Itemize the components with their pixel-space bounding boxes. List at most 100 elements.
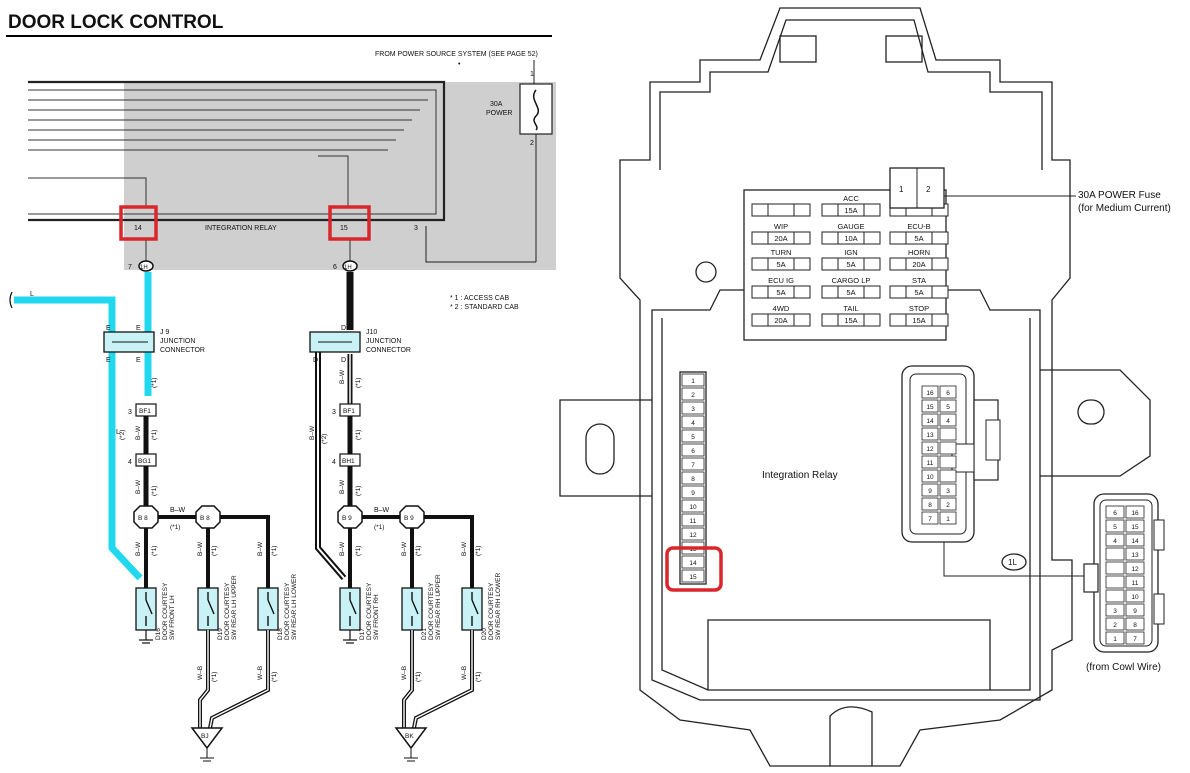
svg-text:30A: 30A xyxy=(490,101,503,108)
svg-text:(*1): (*1) xyxy=(374,524,384,531)
connector-pin xyxy=(1105,617,1125,631)
connector-pin xyxy=(1105,519,1125,533)
fuse-rating: 5A xyxy=(914,288,923,297)
svg-text:E: E xyxy=(136,357,141,364)
connector-pin xyxy=(1105,505,1125,519)
relay-pin-number: 8 xyxy=(691,476,695,483)
svg-text:(*1): (*1) xyxy=(271,546,278,556)
svg-text:JUNCTION: JUNCTION xyxy=(160,338,195,345)
connector-pin-number: 14 xyxy=(926,418,934,425)
relay-pin xyxy=(681,401,705,415)
svg-text:L: L xyxy=(30,291,34,298)
svg-text:(*1): (*1) xyxy=(355,378,362,388)
connector-pin xyxy=(939,385,957,399)
relay-pin-number: 1 xyxy=(691,378,695,385)
connector-bh1 xyxy=(339,453,361,467)
fuse-ecu-b: ECU-B5A xyxy=(889,222,949,245)
svg-text:(*1): (*1) xyxy=(415,546,422,556)
connector-pin-number: 10 xyxy=(926,474,934,481)
svg-text:D: D xyxy=(313,357,318,364)
fuse-rating: 5A xyxy=(846,260,855,269)
switch-code: D17 xyxy=(359,628,366,640)
svg-text:BJ: BJ xyxy=(201,733,209,740)
svg-text:1L: 1L xyxy=(1008,558,1017,567)
connector-pin xyxy=(939,455,957,469)
fuse-slot xyxy=(889,257,949,271)
svg-text:B–W: B–W xyxy=(339,541,346,556)
svg-text:W–B: W–B xyxy=(461,666,468,680)
relay-pin xyxy=(681,569,705,583)
relay-pin xyxy=(681,415,705,429)
svg-text:E: E xyxy=(106,325,111,332)
svg-text:2: 2 xyxy=(926,185,931,194)
fuse-name: ECU IG xyxy=(768,276,794,285)
svg-text:CONNECTOR: CONNECTOR xyxy=(366,347,411,354)
svg-text:B–W: B–W xyxy=(401,541,408,556)
connector-pin-number: 4 xyxy=(1113,538,1117,545)
relay-pin-number: 10 xyxy=(689,504,697,511)
integration-relay-label: Integration Relay xyxy=(762,470,838,481)
fuse-rating: 5A xyxy=(776,288,785,297)
junction-block-drawing xyxy=(559,7,1151,767)
fuse-icon xyxy=(533,89,539,131)
svg-text:BG1: BG1 xyxy=(138,458,151,465)
switch-code: D20 xyxy=(481,628,488,640)
svg-text:BF1: BF1 xyxy=(139,408,151,415)
fuse-name: CARGO LP xyxy=(832,276,871,285)
relay-pin xyxy=(681,555,705,569)
switch-label-line1: DOOR COURTESY xyxy=(488,582,495,640)
svg-text:B–W: B–W xyxy=(197,541,204,556)
svg-text:1: 1 xyxy=(899,185,904,194)
connector-pin xyxy=(921,441,939,455)
fuse-slot xyxy=(821,203,881,217)
connector-1h-right xyxy=(342,260,358,272)
connector-pin xyxy=(921,385,939,399)
relay-label: INTEGRATION RELAY xyxy=(205,225,277,232)
connector-pin xyxy=(939,483,957,497)
connector-pin xyxy=(1125,505,1145,519)
fuse-slot xyxy=(889,285,949,299)
relay-pin-number: 4 xyxy=(691,420,695,427)
fuse-rating: 15A xyxy=(844,206,857,215)
fuse-rating: 5A xyxy=(776,260,785,269)
connector-pin xyxy=(1105,603,1125,617)
connector-b9-left xyxy=(337,505,363,529)
ground-bj-icon xyxy=(190,727,224,750)
connector-pin xyxy=(939,511,957,525)
svg-text:W–B: W–B xyxy=(401,666,408,680)
connector-pin-number: 3 xyxy=(1113,608,1117,615)
fuse-rating: 20A xyxy=(774,316,787,325)
svg-text:1H: 1H xyxy=(140,265,148,271)
svg-text:B 8: B 8 xyxy=(138,515,148,522)
connector-pin-number: 10 xyxy=(1131,594,1139,601)
svg-text:B–W: B–W xyxy=(135,541,142,556)
connector-pin-number: 2 xyxy=(946,502,950,509)
svg-text:(*1): (*1) xyxy=(211,546,218,556)
fuse-slot xyxy=(821,231,881,245)
svg-text:BF1: BF1 xyxy=(343,408,355,415)
fuse-name: STA xyxy=(912,276,926,285)
connector-pin-number: 6 xyxy=(1113,510,1117,517)
connector-pin-number: 1 xyxy=(946,516,950,523)
relay-pin-number: 3 xyxy=(691,406,695,413)
relay-pin-number: 14 xyxy=(689,560,697,567)
connector-pin xyxy=(1125,533,1145,547)
switch-code: D21 xyxy=(421,628,428,640)
switch-contact-icon xyxy=(267,599,275,615)
svg-text:B–W: B–W xyxy=(339,479,346,494)
fuse-slot xyxy=(751,257,811,271)
svg-text:(*1): (*1) xyxy=(355,486,362,496)
fuse-name: 4WD xyxy=(773,304,790,313)
fuse-name: WIP xyxy=(774,222,788,231)
svg-text:POWER: POWER xyxy=(486,110,512,117)
connector-pin xyxy=(921,399,939,413)
svg-text:B–W: B–W xyxy=(135,425,142,440)
connector-pin xyxy=(1125,589,1145,603)
fuse-slot xyxy=(751,231,811,245)
fuse-name: GAUGE xyxy=(837,222,864,231)
svg-text:(*2): (*2) xyxy=(119,430,126,440)
